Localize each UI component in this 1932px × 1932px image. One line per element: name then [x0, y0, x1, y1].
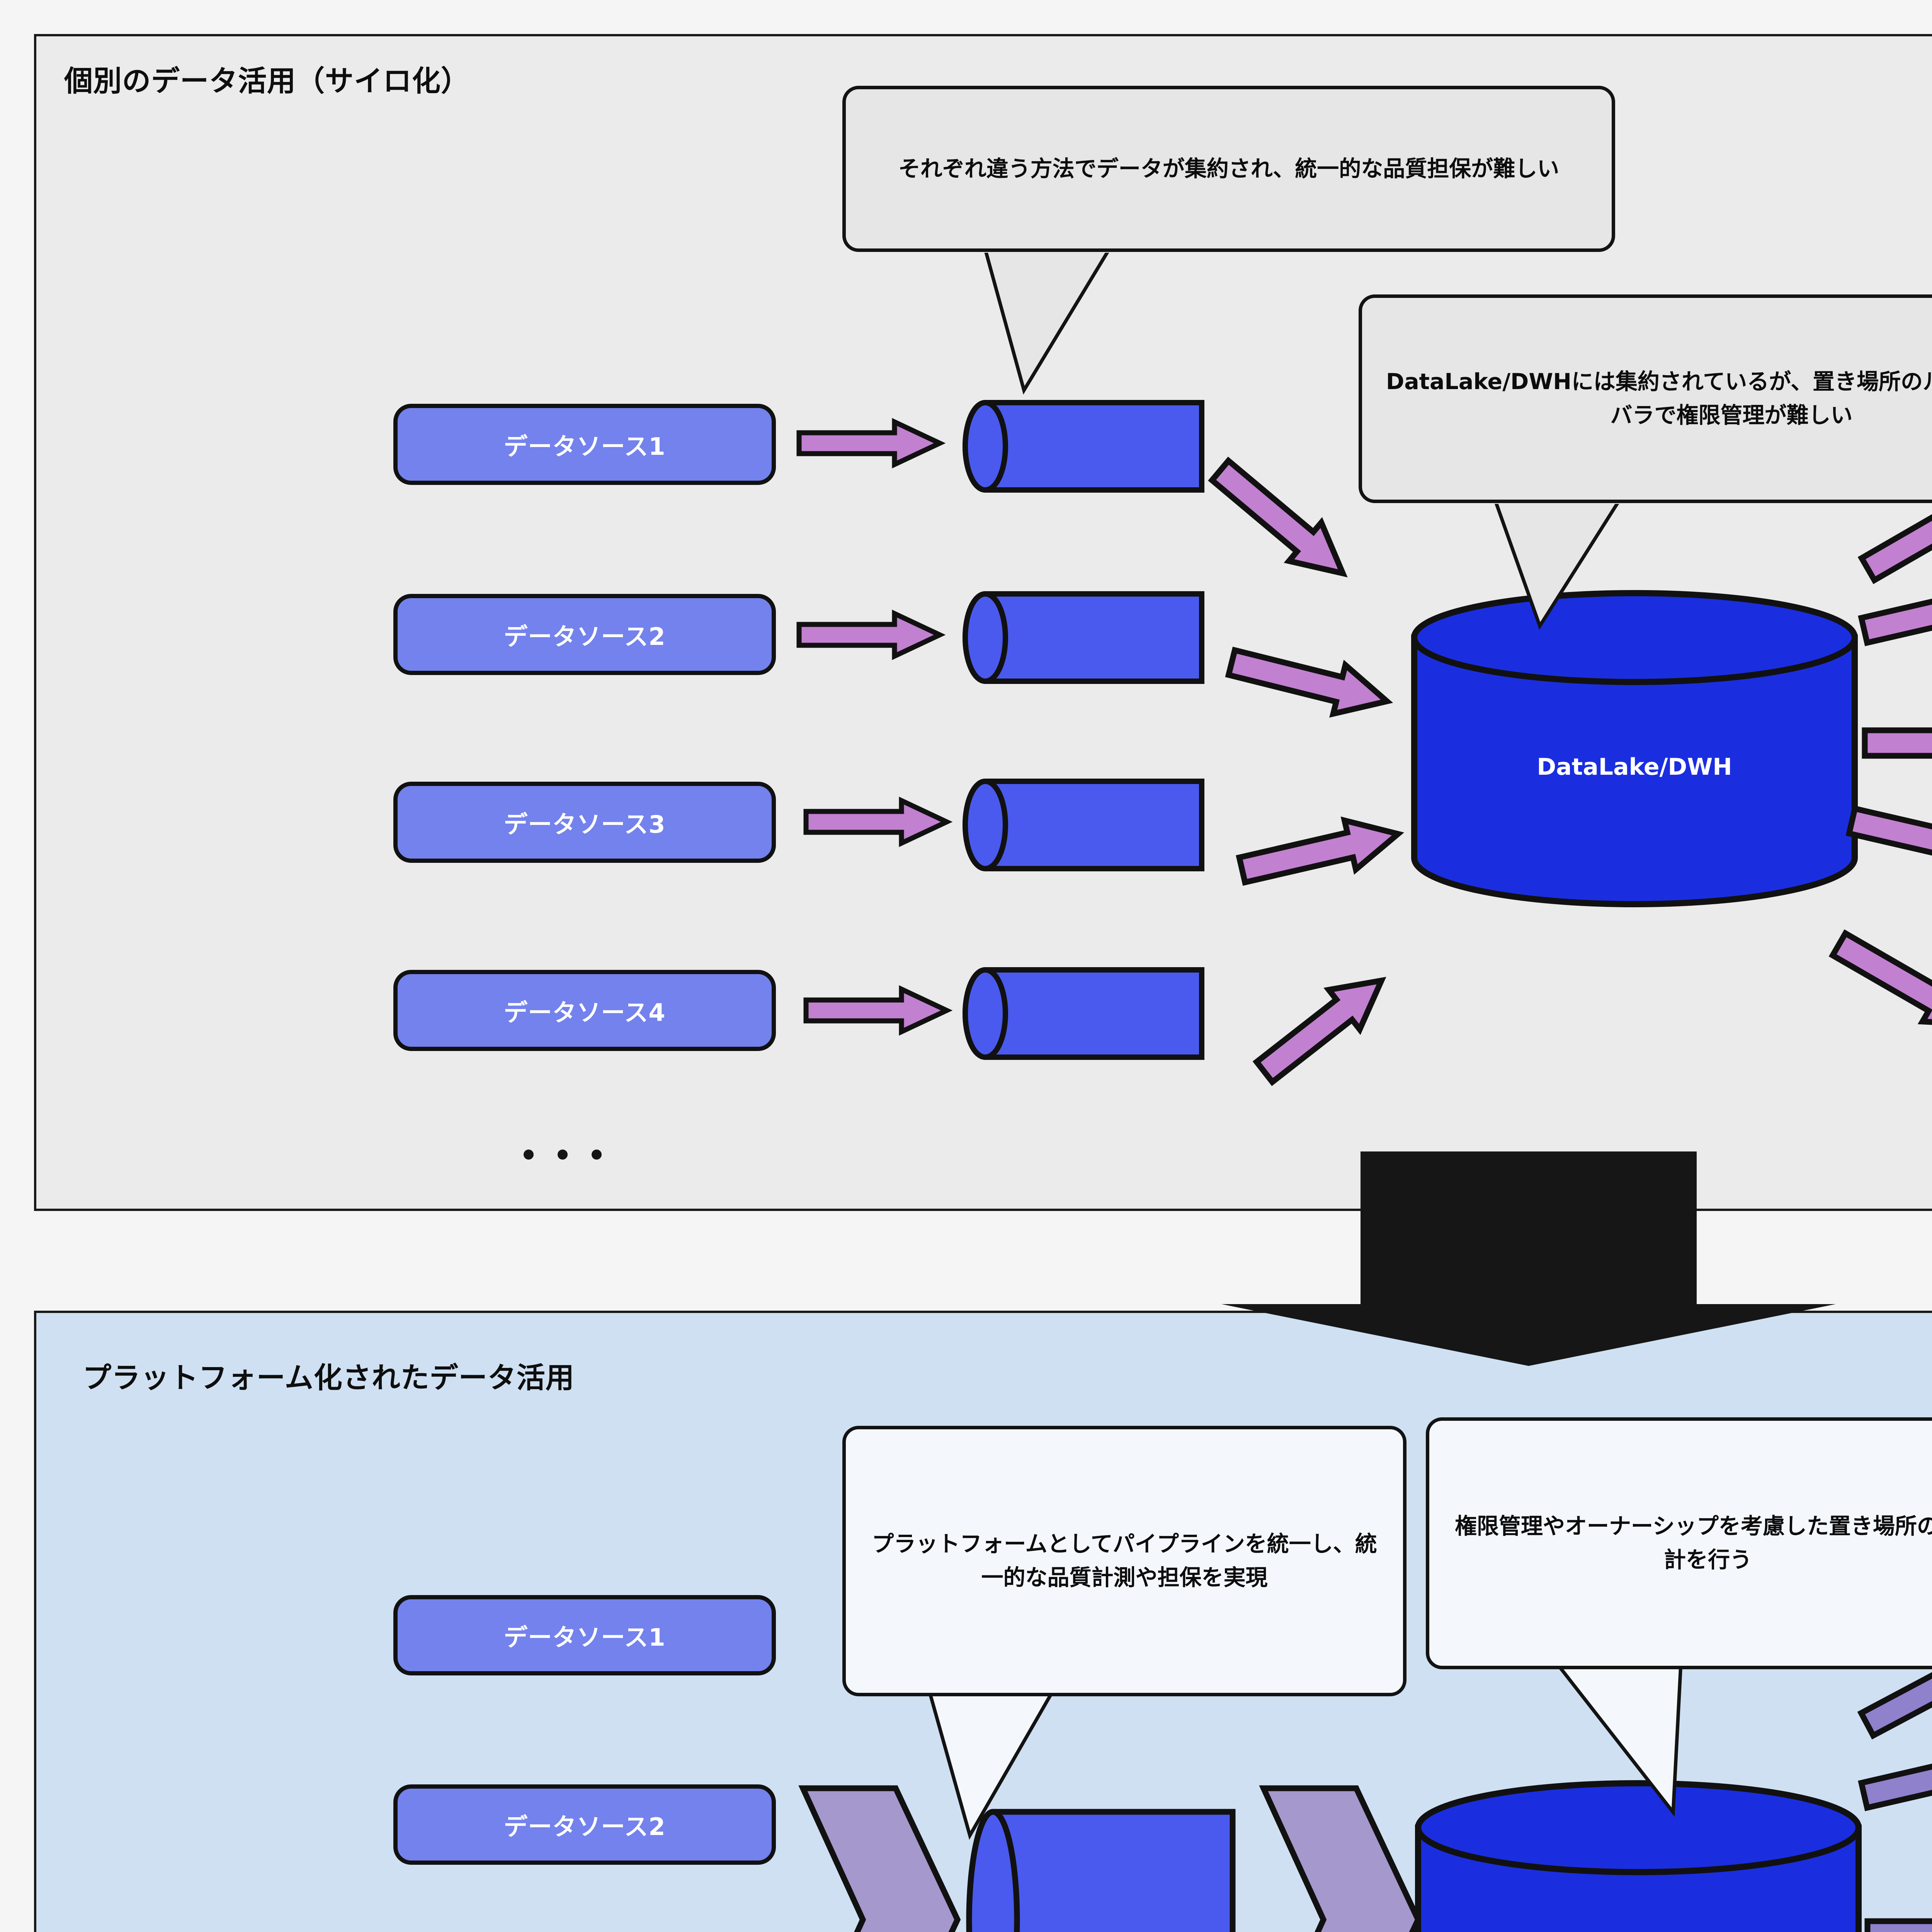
down-arrow-icon: [1221, 1151, 1836, 1366]
callout-ownership: 権限管理やオーナーシップを考慮した置き場所の設計を行う: [1426, 1417, 1932, 1669]
data-source-label: データソース4: [503, 998, 666, 1027]
callout-tail: [1553, 1662, 1686, 1817]
data-source-box[interactable]: データソース3: [393, 782, 776, 863]
datalake-label: DataLake/DWH: [1537, 753, 1732, 781]
data-source-box[interactable]: データソース2: [393, 594, 776, 675]
data-source-label: データソース1: [503, 1623, 666, 1651]
datalake-cylinder-icon: [1415, 1780, 1862, 1932]
platform-panel-title: プラットフォーム化されたデータ活用: [83, 1361, 575, 1395]
flow-arrow-icon: [1862, 727, 1932, 759]
storage-cylinder-icon: [966, 1809, 1236, 1932]
callout-pipeline: プラットフォームとしてパイプラインを統一し、統一的な品質計測や担保を実現: [842, 1426, 1406, 1696]
data-source-label: データソース2: [503, 1813, 666, 1841]
flow-arrow-icon: [1858, 1742, 1932, 1811]
silo-panel-title: 個別のデータ活用（サイロ化）: [64, 65, 470, 98]
datalake-cylinder: DataLake/DWH: [1406, 590, 1862, 907]
ellipsis-top: [524, 1150, 602, 1160]
callout-tail: [927, 1689, 1058, 1840]
callout-quality: それぞれ違う方法でデータが集約され、統一的な品質担保が難しい: [842, 86, 1615, 252]
flow-arrow-icon: [1236, 816, 1405, 886]
flow-arrow-icon: [796, 609, 946, 660]
callout-text: DataLake/DWHには集約されているが、置き場所のルール等がバラバラで権限…: [1386, 369, 1932, 428]
data-source-label: データソース1: [503, 432, 666, 461]
data-source-label: データソース3: [503, 810, 666, 838]
flow-arrow-icon: [803, 985, 953, 1036]
storage-cylinder-icon: [963, 967, 1204, 1060]
callout-text: プラットフォームとしてパイプラインを統一し、統一的な品質計測や担保を実現: [872, 1531, 1377, 1590]
dot: [558, 1150, 568, 1160]
flow-arrow-icon: [1828, 929, 1932, 1028]
flow-arrow-icon: [1252, 976, 1386, 1086]
flow-arrow-icon: [1208, 456, 1348, 578]
data-source-box[interactable]: データソース2: [393, 1784, 776, 1865]
pipeline-arrow-icon: [798, 1785, 961, 1932]
datalake-cylinder: DataLake/DWH: [1410, 1780, 1866, 1932]
data-source-box[interactable]: データソース1: [393, 404, 776, 485]
dot: [524, 1150, 534, 1160]
datalake-cylinder-icon: [1411, 590, 1858, 907]
flow-arrow-icon: [1857, 1646, 1932, 1740]
callout-tail: [983, 247, 1114, 395]
callout-permission: DataLake/DWHには集約されているが、置き場所のルール等がバラバラで権限…: [1359, 294, 1932, 503]
dot: [592, 1150, 602, 1160]
data-source-box[interactable]: データソース4: [393, 970, 776, 1051]
data-source-label: データソース2: [503, 622, 666, 651]
storage-cylinder-icon: [963, 779, 1204, 871]
flow-arrow-icon: [1858, 577, 1932, 646]
flow-arrow-icon: [1857, 486, 1932, 584]
flow-arrow-icon: [1864, 1918, 1932, 1932]
flow-arrow-icon: [803, 796, 953, 847]
callout-tail: [1493, 498, 1624, 630]
flow-arrow-icon: [1845, 805, 1932, 875]
storage-cylinder-icon: [963, 591, 1204, 684]
flow-arrow-icon: [1225, 646, 1393, 718]
flow-arrow-icon: [796, 418, 946, 469]
callout-text: 権限管理やオーナーシップを考慮した置き場所の設計を行う: [1455, 1514, 1932, 1573]
storage-cylinder-icon: [963, 400, 1204, 493]
callout-text: それぞれ違う方法でデータが集約され、統一的な品質担保が難しい: [898, 156, 1560, 182]
data-source-box[interactable]: データソース1: [393, 1595, 776, 1675]
pipeline-arrow-icon: [1259, 1785, 1422, 1932]
